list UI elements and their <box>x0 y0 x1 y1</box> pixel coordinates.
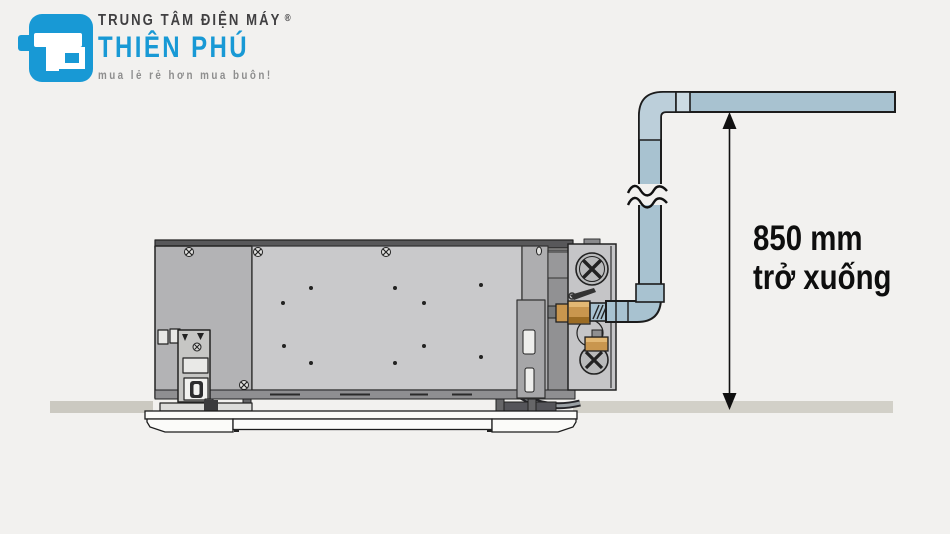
hanging-bracket-left <box>157 328 211 403</box>
registered-trademark-symbol: ® <box>284 13 291 24</box>
hanger-studs <box>204 398 537 412</box>
brand-logo: TRUNG TÂM ĐIỆN MÁY® THIÊN PHÚ mua lẻ rẻ … <box>18 10 298 92</box>
refrigerant-valve-large <box>547 300 591 325</box>
valve-handle <box>568 288 596 300</box>
drain-pipe <box>589 91 896 323</box>
dimension-qualifier: trở xuống <box>753 258 892 297</box>
panel-center-block <box>232 418 493 431</box>
logo-monogram-stem <box>46 33 59 71</box>
ceiling-band-left <box>50 401 153 413</box>
dimension-arrow <box>722 112 737 410</box>
brand-name: THIÊN PHÚ <box>98 31 249 64</box>
unit-main-panel <box>251 245 523 391</box>
logo-monogram-bowl <box>59 47 85 69</box>
arrowhead-down <box>722 393 737 410</box>
panel-left-block <box>146 418 234 433</box>
hanging-bracket-right <box>516 299 546 399</box>
brand-logo-icon <box>18 12 98 88</box>
ceiling-band-right <box>573 401 893 413</box>
screws <box>184 246 542 390</box>
pipe-coupling-upper <box>675 91 691 113</box>
indoor-unit <box>154 238 601 412</box>
valve-mount-arm <box>547 251 571 279</box>
brand-tagline: mua lẻ rẻ hơn mua buôn! <box>98 68 273 82</box>
rivet-dots <box>281 283 483 365</box>
arrowhead-up <box>722 112 737 129</box>
dimension-value: 850 mm <box>753 219 863 258</box>
panel-right-block <box>491 418 577 433</box>
decoration-panel <box>144 410 578 433</box>
flexible-connector <box>589 302 608 322</box>
refrigerant-valve-small <box>584 329 609 352</box>
hanger-block <box>204 400 218 411</box>
pipe-coupling-lower <box>635 283 665 303</box>
bracket-clip <box>157 329 169 345</box>
knockout-hole-top <box>575 252 609 286</box>
brand-text: TRUNG TÂM ĐIỆN MÁY® THIÊN PHÚ mua lẻ rẻ … <box>98 12 298 82</box>
brand-store-type-text: TRUNG TÂM ĐIỆN MÁY <box>98 12 282 29</box>
dimension-label: 850 mm trở xuống <box>753 219 891 297</box>
pipe-elbow-fitting <box>638 91 677 141</box>
pipe-break-symbol <box>626 184 670 209</box>
brand-store-type: TRUNG TÂM ĐIỆN MÁY® <box>98 12 291 30</box>
